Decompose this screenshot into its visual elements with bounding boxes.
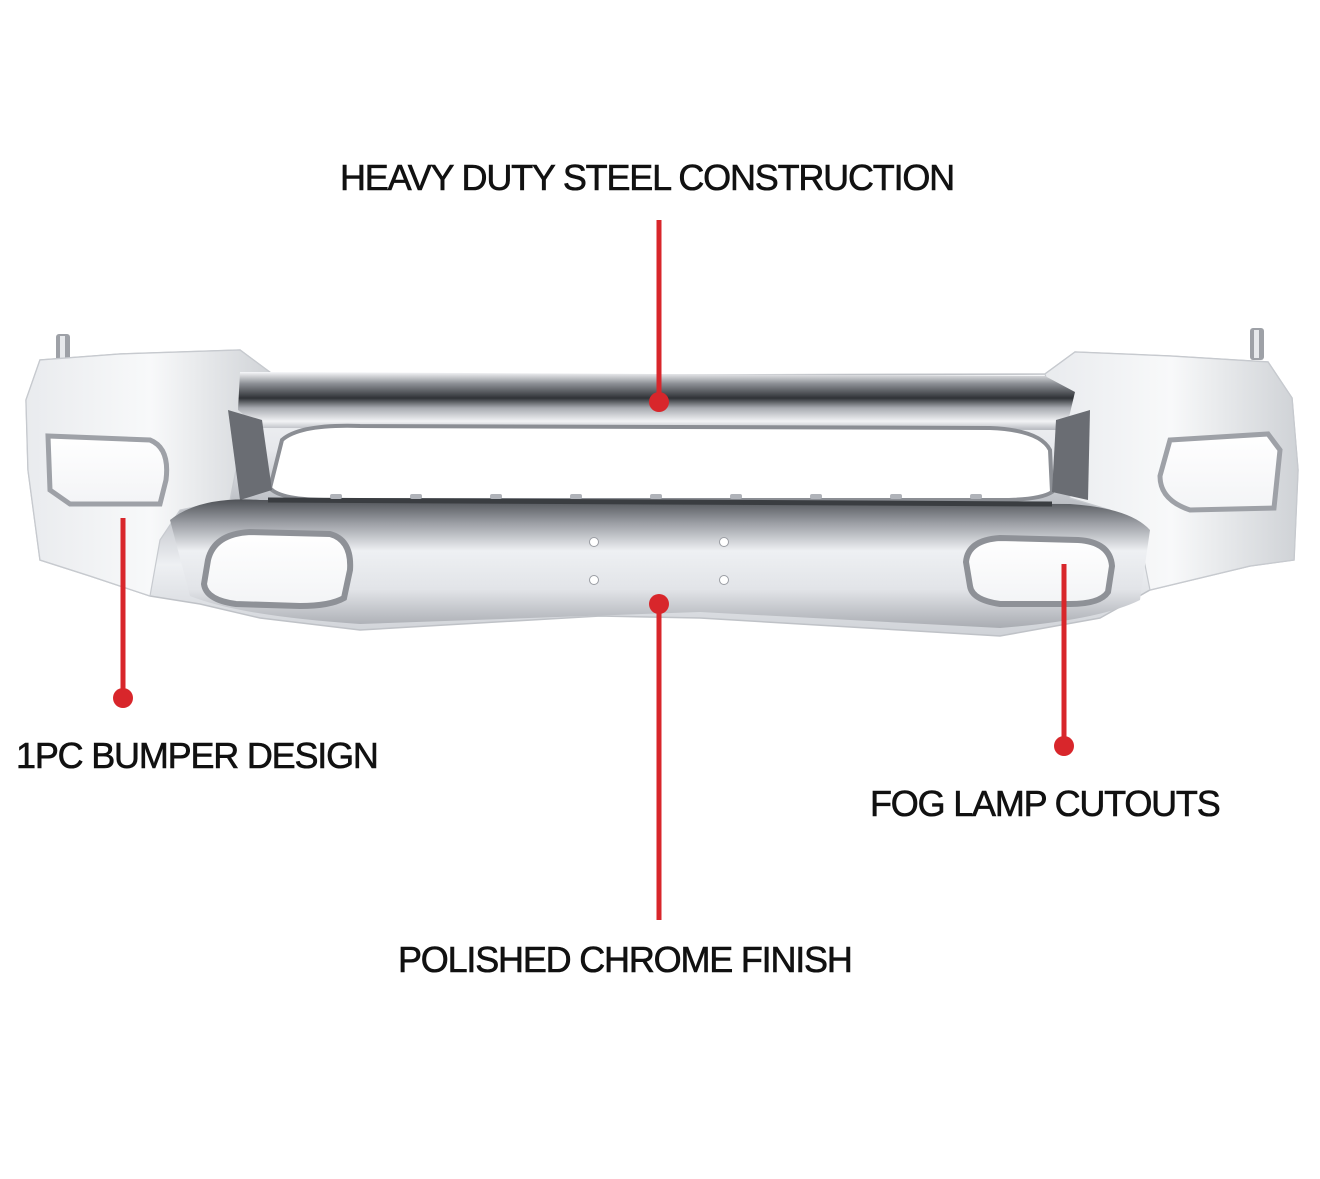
- fog-lamp-cutout-left: [200, 528, 354, 610]
- grille-opening: [267, 423, 1055, 502]
- right-pillar: [1052, 410, 1090, 500]
- mounting-bracket-left: [56, 334, 70, 364]
- callout-line-top: [649, 220, 669, 412]
- callout-label-heavy-duty-steel: HEAVY DUTY STEEL CONSTRUCTION: [340, 157, 956, 198]
- callout-label-1pc-bumper: 1PC BUMPER DESIGN: [16, 735, 379, 776]
- lower-valance: [170, 499, 1150, 628]
- lower-lip-shadow: [267, 497, 1053, 507]
- license-plate-holes: [589, 537, 729, 585]
- left-pillar: [228, 410, 272, 500]
- fog-lamp-cutout-right: [962, 534, 1116, 607]
- callout-line-right: [1054, 564, 1074, 756]
- side-cutout-right: [1157, 431, 1283, 513]
- valance-bolts: [330, 494, 982, 499]
- callout-line-bottom: [649, 594, 669, 920]
- callout-label-fog-lamp-cutouts: FOG LAMP CUTOUTS: [870, 783, 1221, 824]
- mounting-bracket-right: [1250, 328, 1264, 360]
- callout-label-chrome-finish: POLISHED CHROME FINISH: [398, 939, 853, 980]
- callout-line-left: [113, 518, 133, 708]
- side-cutout-left: [45, 433, 170, 507]
